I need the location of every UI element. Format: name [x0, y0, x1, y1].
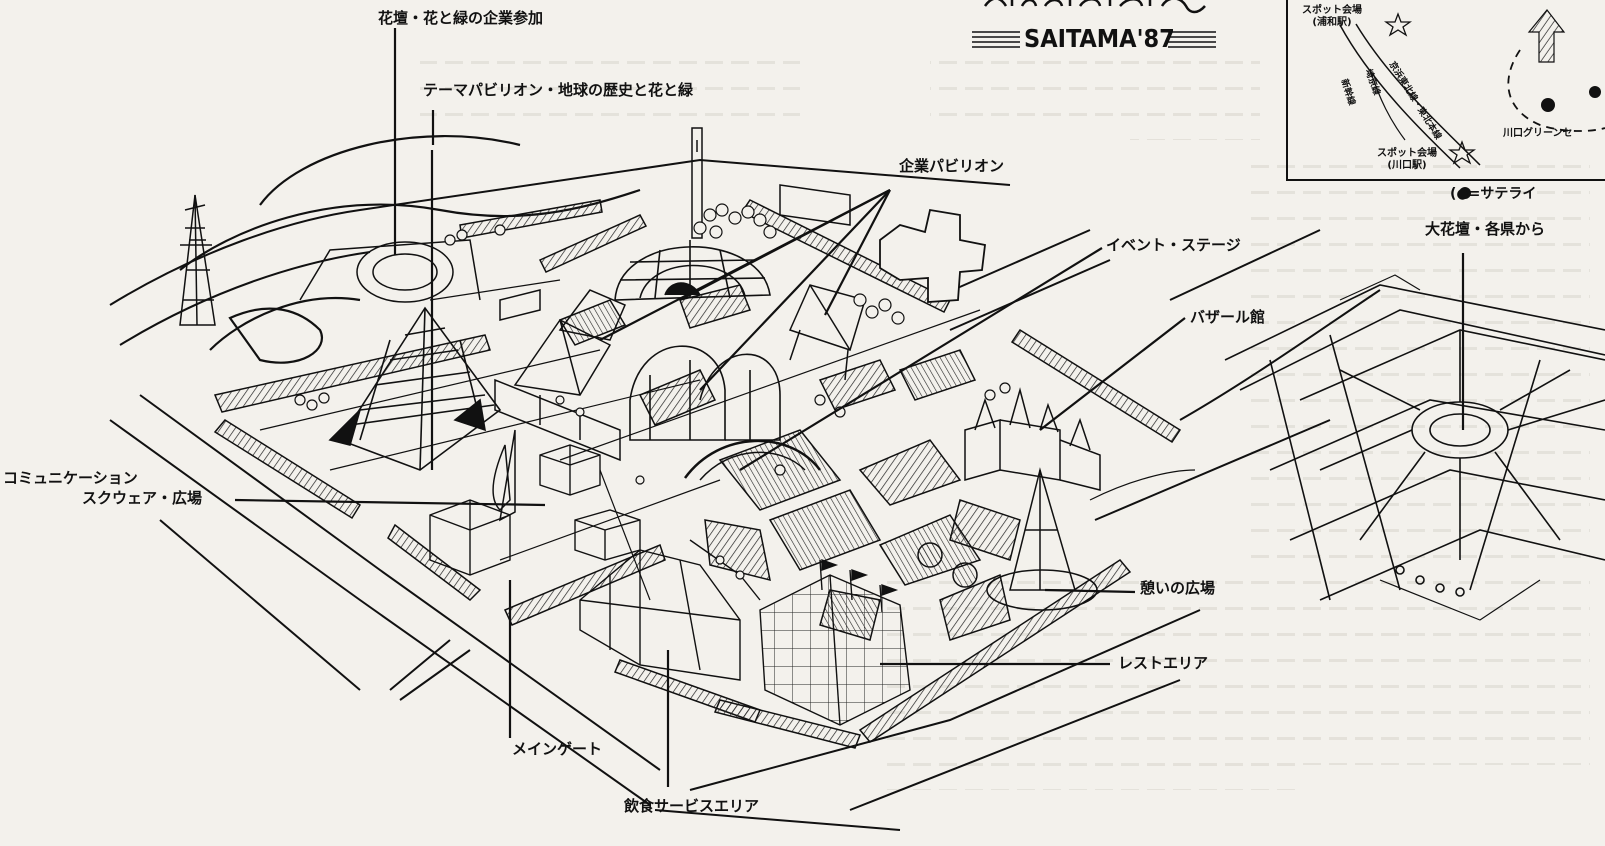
hedges — [213, 199, 1182, 749]
label-relax-plaza: 憩いの広場 — [1140, 579, 1216, 597]
inset-spot-kawaguchi-name: スポット会場 — [1377, 148, 1437, 159]
small-pyramids — [513, 289, 626, 396]
river — [179, 135, 641, 364]
dome-pavilion — [614, 240, 771, 301]
brand-saitama: SAITAMA'87 — [1024, 24, 1175, 53]
label-rest-area: レストエリア — [1118, 654, 1209, 672]
label-main-gate: メインゲート — [512, 740, 603, 758]
brand-logo-lines — [972, 0, 1216, 48]
label-communication: コミュニケーション — [3, 469, 138, 487]
inset-spot-urawa-station: (浦和駅) — [1312, 16, 1352, 28]
corporate-tent — [788, 284, 866, 381]
label-corporate-pavilion: 企業パビリオン — [899, 157, 1005, 175]
inset-markers — [1459, 86, 1601, 199]
theme-pavilion-pyramid — [328, 306, 502, 471]
inset-label-satellite-legend: (●=サテライ — [1450, 186, 1537, 202]
inset-label-spot-kawaguchi: スポット会場 (川口駅) — [1377, 148, 1437, 171]
big-flower-bed-layout — [1224, 274, 1605, 621]
flower-garden — [299, 239, 481, 303]
inset-spot-kawaguchi-station: (川口駅) — [1387, 159, 1427, 171]
top-halls — [499, 184, 851, 321]
cube-pavilions — [429, 444, 641, 576]
label-food-service: 飲食サービスエリア — [624, 797, 760, 815]
inset-map — [1286, 0, 1605, 181]
label-event-stage: イベント・ステージ — [1106, 236, 1241, 254]
label-big-flower-bed: 大花壇・各県から — [1425, 220, 1546, 238]
tower — [691, 127, 703, 239]
lattice-tower — [179, 194, 216, 326]
label-square-plaza: スクウェア・広場 — [82, 489, 203, 507]
label-theme-pavilion: テーマパビリオン・地球の歴史と花と緑 — [423, 81, 694, 99]
leader-lines — [234, 28, 1465, 787]
rest-area-grid — [759, 559, 911, 726]
cone-tower — [986, 467, 1098, 611]
cross-building — [879, 208, 986, 303]
label-bazaar-hall: バザール館 — [1190, 308, 1266, 326]
arched-halls — [629, 345, 781, 441]
inset-label-green-center: 川口グリーンセ — [1503, 128, 1573, 139]
site-perimeter — [109, 158, 1381, 831]
inset-spot-urawa-name: スポット会場 — [1302, 5, 1362, 16]
inset-label-spot-urawa: スポット会場 (浦和駅) — [1302, 5, 1362, 28]
star-icons — [1383, 12, 1477, 165]
trees — [294, 203, 1011, 580]
bazaar-hall — [964, 387, 1101, 491]
label-flower-bed-corporate: 花壇・花と緑の企業参加 — [378, 9, 544, 27]
